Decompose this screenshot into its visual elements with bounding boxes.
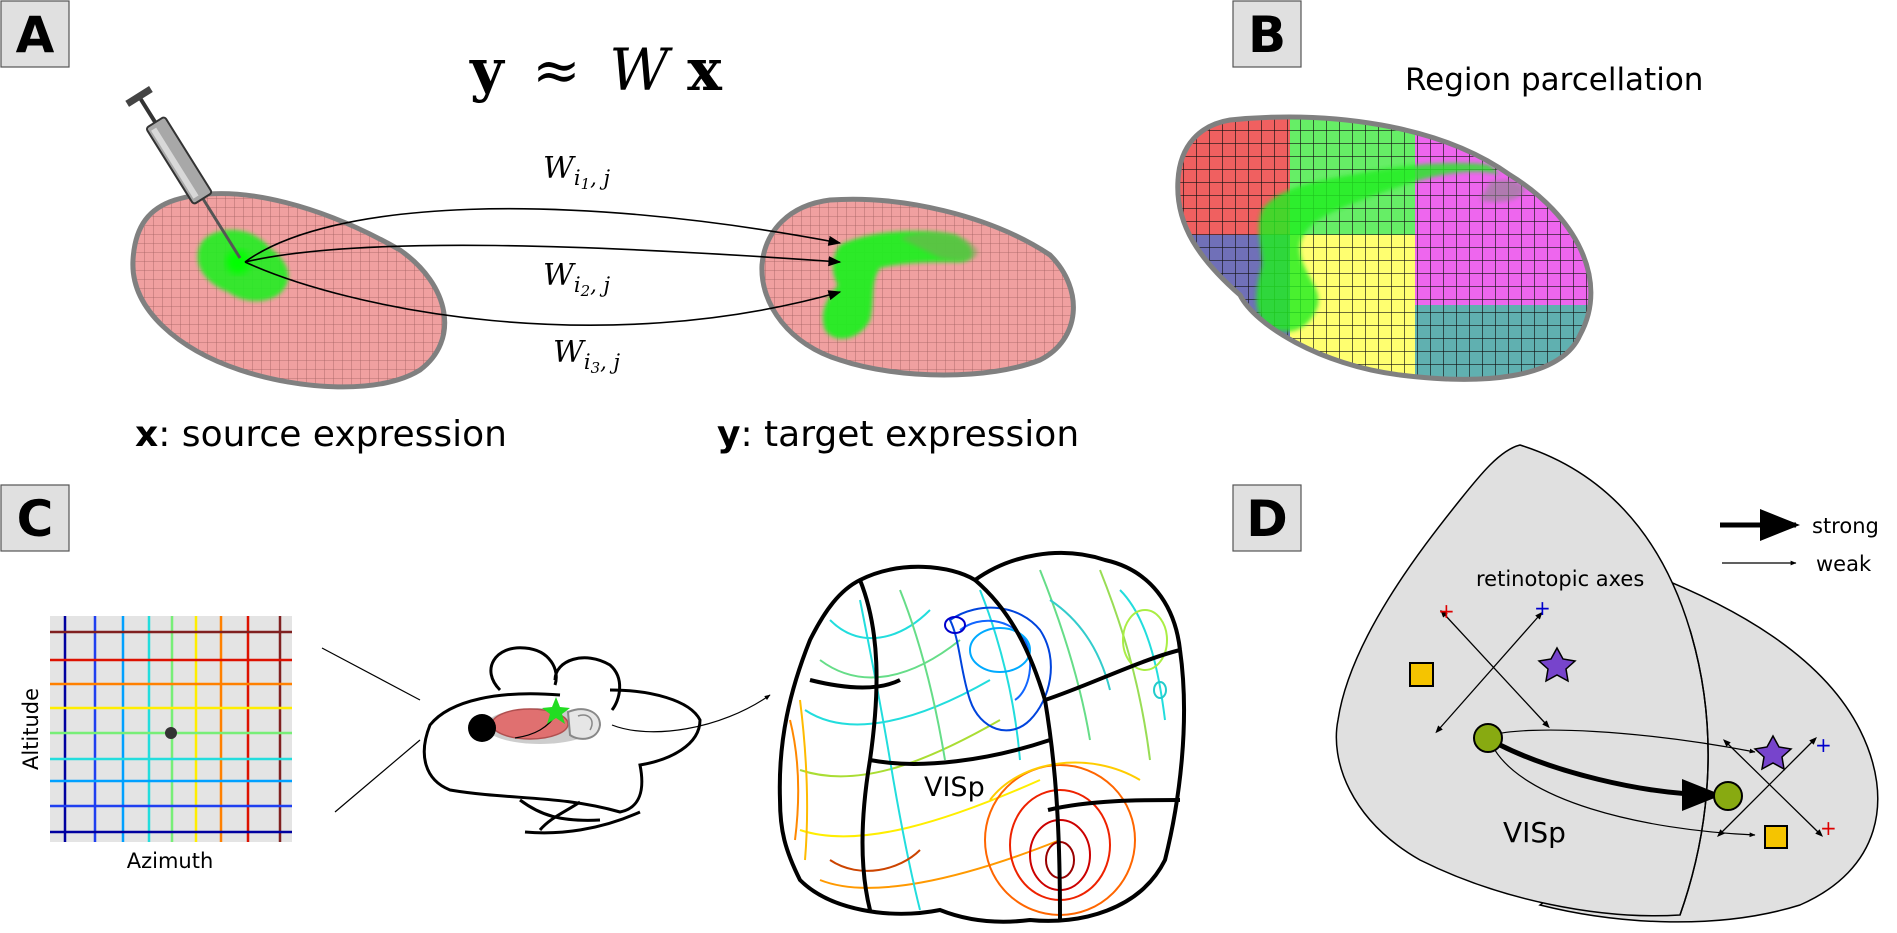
panel-label-d: D bbox=[1232, 484, 1302, 552]
svg-text:Wi1, j: Wi1, j bbox=[543, 151, 610, 193]
svg-text:Wi3, j: Wi3, j bbox=[553, 335, 620, 377]
panel-a: y ≈ W x Wi1 bbox=[125, 36, 1079, 455]
square-icon-target bbox=[1764, 825, 1788, 849]
star-icon-target bbox=[1753, 734, 1793, 771]
svg-text:C: C bbox=[17, 490, 54, 548]
altitude-label: Altitude bbox=[19, 688, 43, 770]
weight-label-3: Wi3, j bbox=[553, 335, 620, 377]
region-parcellation-title: Region parcellation bbox=[1405, 62, 1703, 98]
retinotopic-axes-label: retinotopic axes bbox=[1476, 567, 1644, 591]
weight-label-1: Wi1, j bbox=[543, 151, 610, 193]
equation: y ≈ W x bbox=[469, 36, 722, 104]
visual-cortex-map bbox=[777, 550, 1187, 924]
svg-text:Wi2, j: Wi2, j bbox=[543, 258, 610, 300]
panel-b: Region parcellation bbox=[1175, 62, 1703, 382]
panel-c: Altitude Azimuth bbox=[19, 550, 1187, 924]
plus-red-target: + bbox=[1820, 816, 1837, 840]
svg-text:A: A bbox=[16, 6, 55, 64]
projection-arrows bbox=[244, 207, 842, 326]
svg-text:B: B bbox=[1248, 6, 1286, 64]
svg-text:D: D bbox=[1246, 490, 1288, 548]
syringe-icon bbox=[125, 86, 242, 259]
circle-node-icon-target bbox=[1713, 781, 1743, 811]
weight-label-2: Wi2, j bbox=[543, 258, 610, 300]
plus-blue-source: + bbox=[1534, 596, 1551, 620]
visp-label-d: VISp bbox=[1503, 816, 1566, 849]
circle-node-icon-source bbox=[1473, 723, 1503, 753]
parcellated-brain-outline bbox=[1175, 114, 1594, 382]
retinotopic-grid bbox=[50, 616, 292, 842]
star-icon-source bbox=[1537, 646, 1577, 683]
source-brain bbox=[130, 191, 448, 390]
panel-label-b: B bbox=[1232, 0, 1302, 68]
panel-d: strong weak retinotopic axes + + + + bbox=[1335, 444, 1879, 923]
legend: strong weak bbox=[1720, 509, 1879, 576]
plus-blue-target: + bbox=[1815, 733, 1832, 757]
square-icon-source bbox=[1409, 662, 1434, 687]
azimuth-label: Azimuth bbox=[127, 849, 214, 873]
mouse-head-icon bbox=[422, 646, 702, 835]
target-projection bbox=[822, 231, 973, 339]
plus-red-source: + bbox=[1438, 599, 1455, 623]
legend-strong: strong bbox=[1812, 514, 1879, 538]
visp-label-c: VISp bbox=[924, 772, 985, 803]
panel-label-c: C bbox=[0, 484, 70, 552]
source-label: x: source expression bbox=[135, 414, 507, 455]
target-label: y: target expression bbox=[717, 414, 1079, 455]
target-brain bbox=[759, 196, 1076, 378]
panel-label-a: A bbox=[0, 0, 70, 68]
svg-text:y ≈ W: y ≈ W x bbox=[469, 36, 722, 104]
legend-weak: weak bbox=[1816, 552, 1872, 576]
